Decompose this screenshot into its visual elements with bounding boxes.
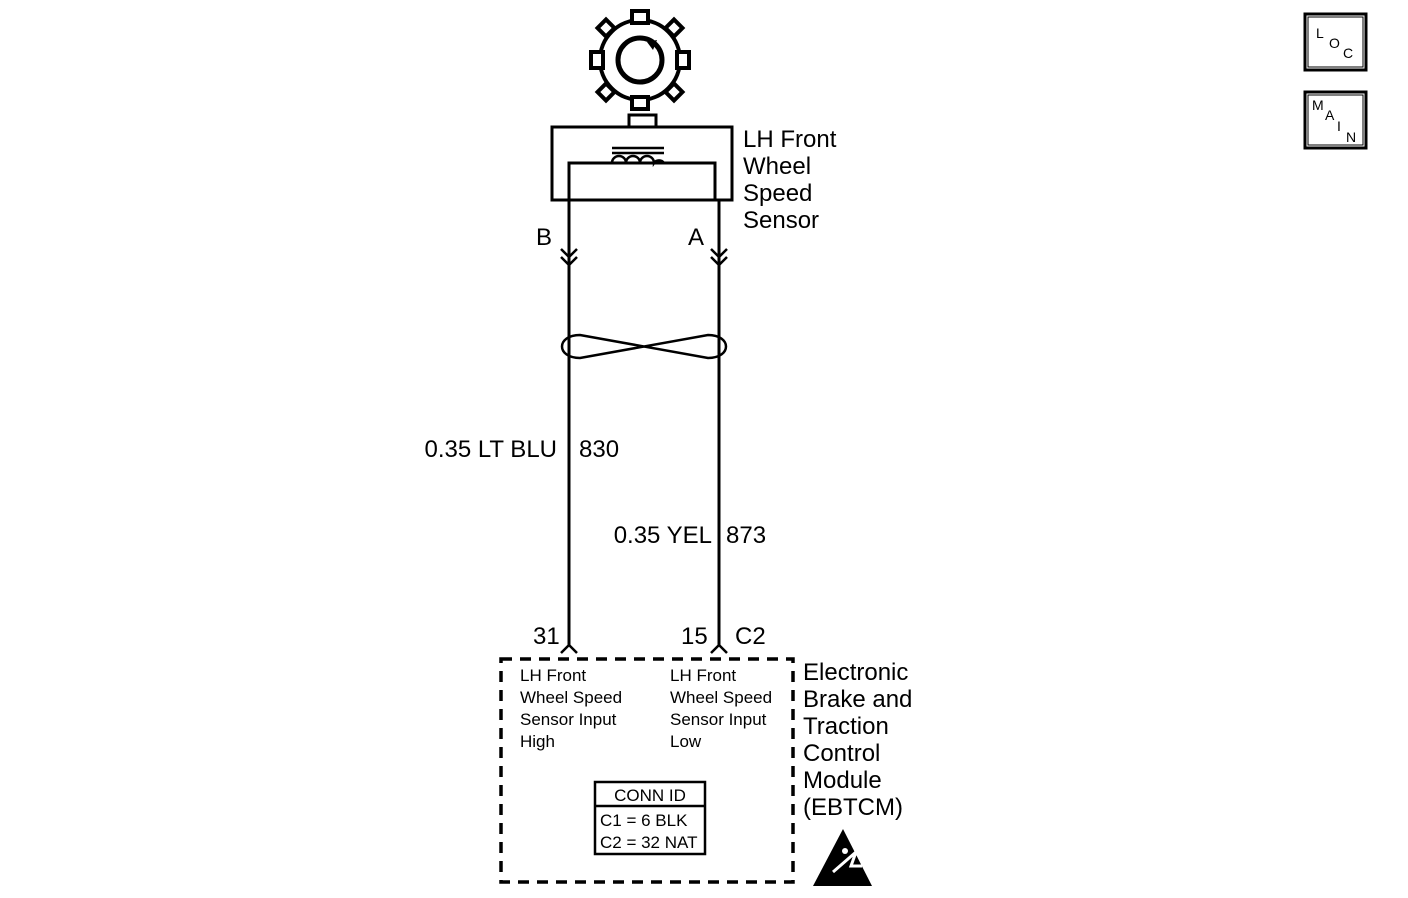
input-high-label: LH Front Wheel Speed Sensor Input High	[520, 666, 627, 751]
module-connector-icon	[560, 643, 728, 654]
loc-button[interactable]: L O C	[1303, 12, 1368, 72]
wheel-speed-sensor	[550, 113, 734, 202]
main-button[interactable]: M A I N	[1303, 90, 1368, 150]
conn-id-row: C2 = 32 NAT	[600, 833, 697, 852]
conn-id-title: CONN ID	[614, 786, 686, 805]
coil-icon	[610, 146, 666, 168]
wire-830-label: 0.35 LT BLU	[424, 436, 557, 463]
esd-warning-icon	[813, 829, 872, 886]
ebtcm-module-box	[499, 657, 795, 884]
input-low-label: LH Front Wheel Speed Sensor Input Low	[670, 666, 777, 751]
module-name: Electronic Brake and Traction Control Mo…	[803, 659, 919, 821]
terminal-b-label: B	[536, 224, 552, 251]
conn-id-box	[593, 780, 707, 856]
twisted-pair-icon	[560, 333, 728, 360]
main-letters: M A I N	[1312, 97, 1356, 145]
connector-c2-label: C2	[735, 623, 766, 650]
terminal-a-label: A	[688, 224, 704, 251]
wire-830-circuit: 830	[579, 436, 619, 463]
conn-id-row: C1 = 6 BLK	[600, 811, 688, 830]
tone-wheel-icon	[589, 9, 691, 111]
wire-873-circuit: 873	[726, 522, 766, 549]
pin-15-label: 15	[681, 623, 708, 650]
sensor-connector-icon	[560, 248, 728, 267]
loc-letters: L O C	[1316, 25, 1353, 61]
pin-31-label: 31	[533, 623, 560, 650]
wire-873-label: 0.35 YEL	[614, 522, 712, 549]
rotation-arrow-icon	[647, 40, 657, 50]
sensor-name: LH Front Wheel Speed Sensor	[743, 126, 843, 234]
